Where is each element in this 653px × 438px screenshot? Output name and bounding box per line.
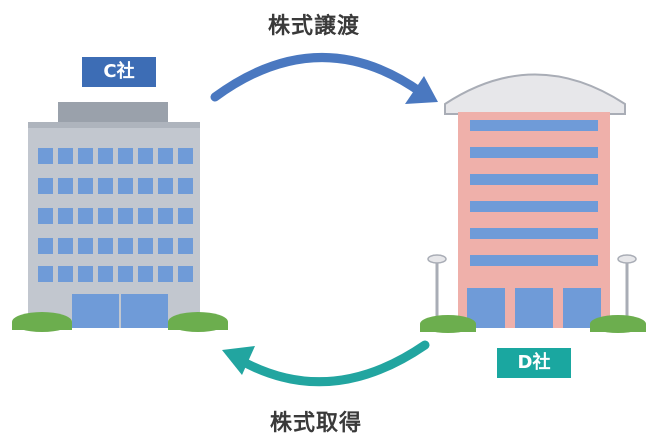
d-company-name: D社	[517, 352, 551, 373]
c-company-name: C社	[103, 61, 135, 82]
d-building-window-bands	[470, 120, 598, 266]
c-company-building	[12, 102, 228, 332]
top-arrow-label: 株式譲渡	[268, 14, 361, 39]
bottom-arrow-label: 株式取得	[270, 411, 363, 436]
top-transfer-arrow	[210, 53, 427, 102]
d-company-building	[420, 73, 646, 333]
c-company-tag: C社	[82, 57, 156, 87]
d-company-tag: D社	[497, 348, 571, 378]
c-building-windows	[38, 148, 193, 282]
bottom-acquire-arrow	[235, 340, 430, 387]
bottom-arrowhead	[222, 346, 255, 375]
top-arrowhead	[405, 76, 438, 104]
